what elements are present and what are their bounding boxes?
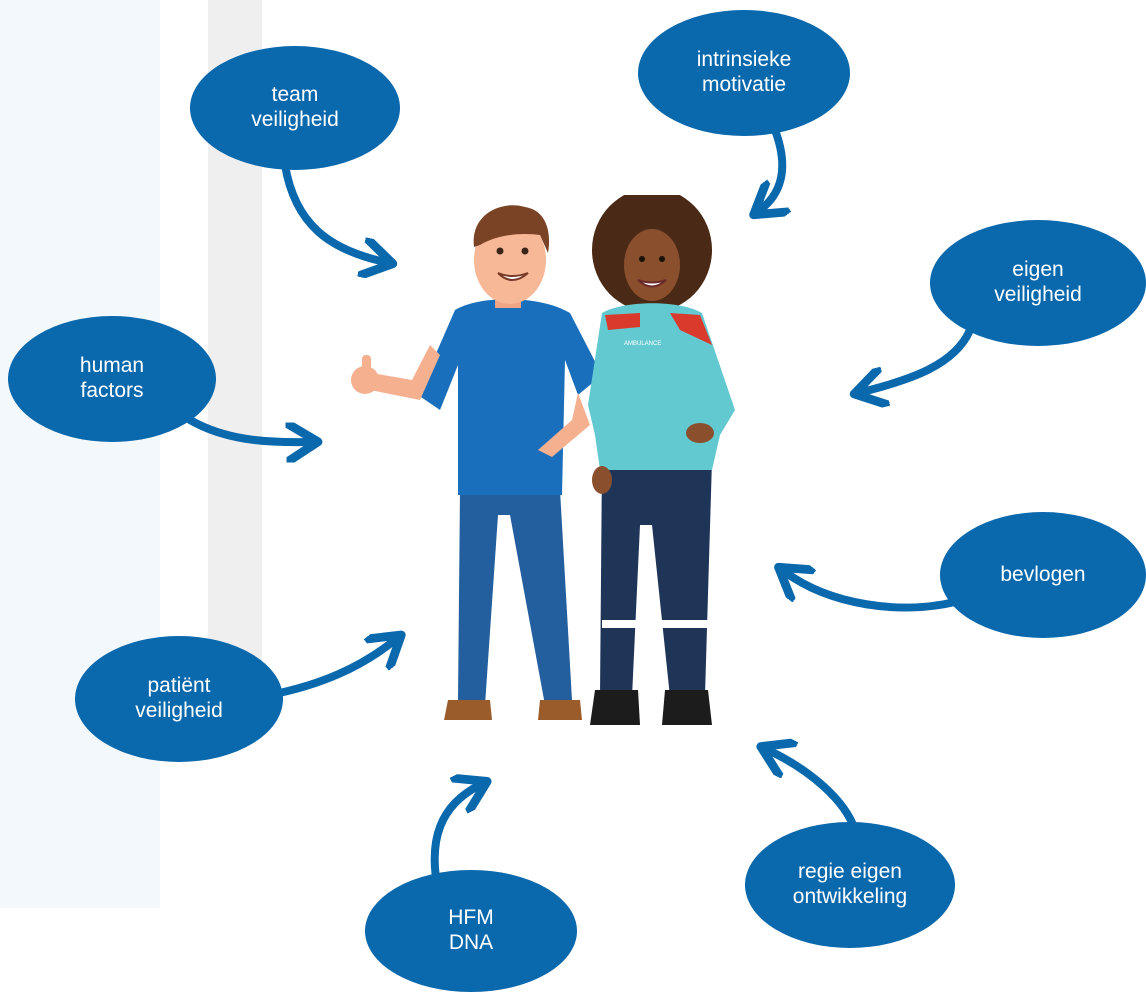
- bubble-team-veiligheid-line-1: team: [271, 83, 319, 107]
- bubble-human-factors-line-1: human: [79, 354, 145, 378]
- left-background-panel: [0, 0, 160, 908]
- arrow-patient-veiligheid: [266, 640, 395, 699]
- uniform-text: AMBULANCE: [624, 341, 661, 347]
- man-figure: [351, 205, 602, 720]
- bubble-hfm-dna-line-1: HFM: [448, 906, 494, 930]
- bubble-human-factors-line-2: factors: [80, 379, 144, 402]
- bubble-regie-eigen-ontwikkeling-line-2: ontwikkeling: [792, 885, 908, 908]
- arrow-human-factors: [186, 416, 310, 442]
- bubble-hfm-dna-line-2: DNA: [448, 931, 494, 954]
- people-illustration: AMBULANCE: [351, 195, 735, 725]
- arrow-intrinsieke-motivatie: [760, 126, 782, 210]
- arrow-eigen-veiligheid: [862, 326, 974, 392]
- arrow-bevlogen: [785, 572, 959, 612]
- bubble-patient-veiligheid-line-1: patiënt: [147, 674, 211, 698]
- arrow-team-veiligheid: [281, 161, 385, 262]
- arrow-regie-eigen-ontwikkeling: [768, 750, 859, 834]
- woman-figure: AMBULANCE: [588, 195, 735, 725]
- bubble-bevlogen-line-1: bevlogen: [1000, 562, 1086, 586]
- bubble-regie-eigen-ontwikkeling-line-1: regie eigen: [798, 860, 902, 884]
- bubble-intrinsieke-motivatie-line-1: intrinsieke: [696, 48, 792, 72]
- bubble-patient-veiligheid-line-2: veiligheid: [135, 699, 223, 722]
- bubble-eigen-veiligheid-line-2: veiligheid: [994, 283, 1082, 306]
- bubble-bevlogen: bevlogen: [940, 512, 1146, 638]
- bubble-team-veiligheid-line-2: veiligheid: [251, 108, 339, 131]
- bubble-eigen-veiligheid-line-1: eigen: [1012, 258, 1064, 282]
- bubble-intrinsieke-motivatie-line-2: motivatie: [701, 73, 786, 96]
